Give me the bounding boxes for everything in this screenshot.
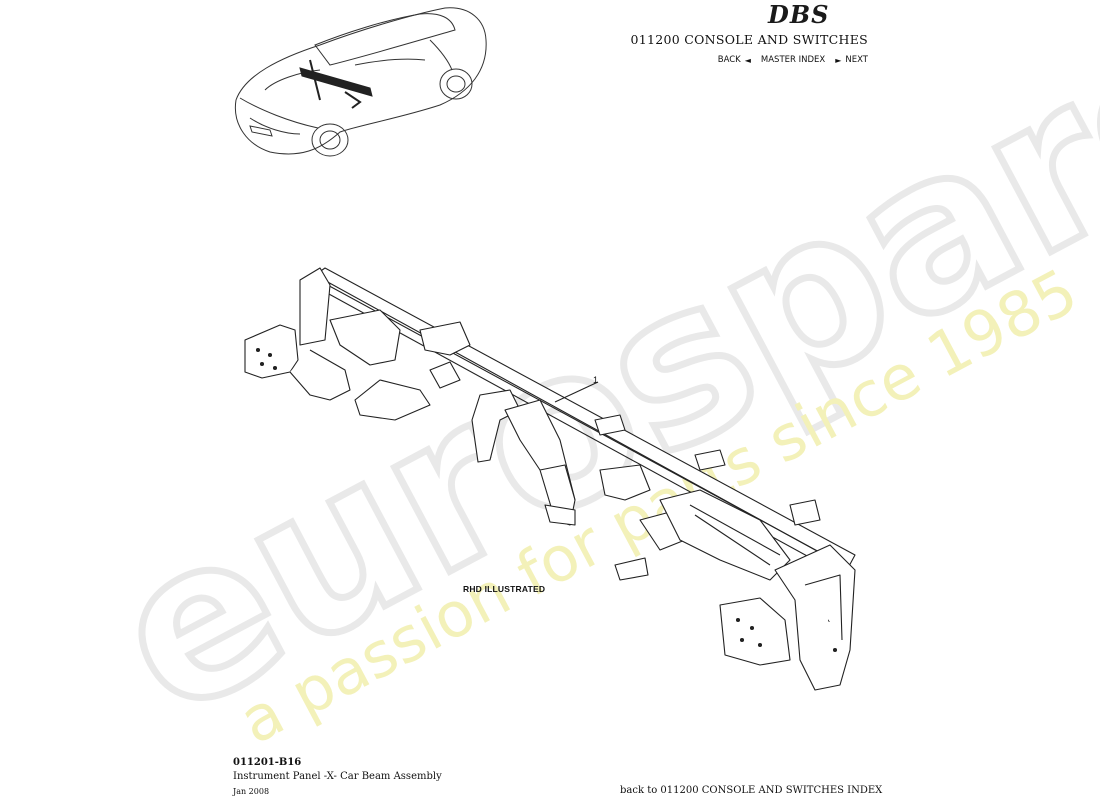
next-link[interactable]: NEXT bbox=[845, 55, 868, 65]
callout-number[interactable]: 1 bbox=[593, 375, 599, 385]
part-code: 011201-B16 bbox=[233, 757, 302, 768]
back-to-index-link[interactable]: back to 011200 CONSOLE AND SWITCHES INDE… bbox=[620, 785, 883, 796]
part-name: Instrument Panel -X- Car Beam Assembly bbox=[233, 771, 442, 782]
master-index-link[interactable]: MASTER INDEX bbox=[760, 55, 826, 65]
back-arrow-icon[interactable]: ◄ bbox=[744, 55, 751, 65]
car-thumbnail bbox=[234, 7, 487, 157]
cross-car-beam-drawing bbox=[244, 267, 856, 691]
page-navigation: BACK ◄ MASTER INDEX ► NEXT bbox=[718, 55, 868, 65]
next-arrow-icon[interactable]: ► bbox=[835, 55, 842, 65]
section-title: 011200 CONSOLE AND SWITCHES bbox=[630, 32, 868, 47]
back-link[interactable]: BACK bbox=[717, 55, 741, 65]
model-logo: DBS bbox=[768, 0, 830, 29]
variant-label: RHD ILLUSTRATED bbox=[463, 584, 546, 594]
part-date: Jan 2008 bbox=[233, 787, 270, 796]
